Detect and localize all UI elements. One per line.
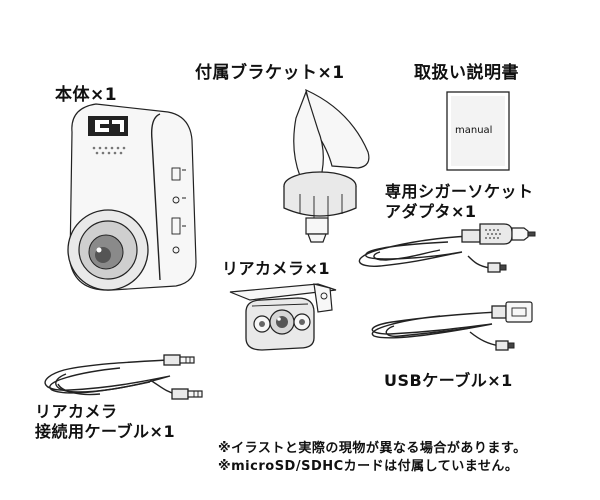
rear-camera-label: リアカメラ×1 (222, 259, 331, 278)
cigar-adapter-label-line2: アダプタ×1 (385, 202, 477, 221)
manual-cover-text: manual (455, 125, 493, 136)
cigar-adapter-label-line1: 専用シガーソケット (385, 182, 534, 201)
notes: ※イラストと実際の現物が異なる場合があります。 ※microSD/SDHCカード… (218, 440, 527, 476)
note-illustration-differs: ※イラストと実際の現物が異なる場合があります。 (218, 441, 527, 456)
rear-cable-label-line1: リアカメラ (35, 402, 118, 421)
manual-booklet-illustration (446, 91, 510, 171)
bracket-illustration (283, 88, 370, 243)
note-sd-card-not-included: ※microSD/SDHCカードは付属していません。 (218, 459, 519, 474)
dashcam-unit-illustration (67, 103, 197, 291)
cigar-adapter-illustration (358, 223, 536, 273)
usb-cable-label: USBケーブル×1 (384, 371, 513, 390)
rear-cable-label-line2: 接続用ケーブル×1 (35, 422, 176, 441)
manual-label: 取扱い説明書 (414, 63, 519, 83)
rear-cable-label: リアカメラ 接続用ケーブル×1 (35, 402, 175, 442)
bracket-label: 付属ブラケット×1 (195, 63, 345, 83)
rear-camera-illustration (229, 283, 337, 351)
cigar-adapter-label: 専用シガーソケット アダプタ×1 (385, 182, 534, 222)
usb-cable-illustration (371, 301, 533, 351)
main-unit-label: 本体×1 (55, 85, 118, 105)
rear-camera-cable-illustration (44, 354, 203, 400)
